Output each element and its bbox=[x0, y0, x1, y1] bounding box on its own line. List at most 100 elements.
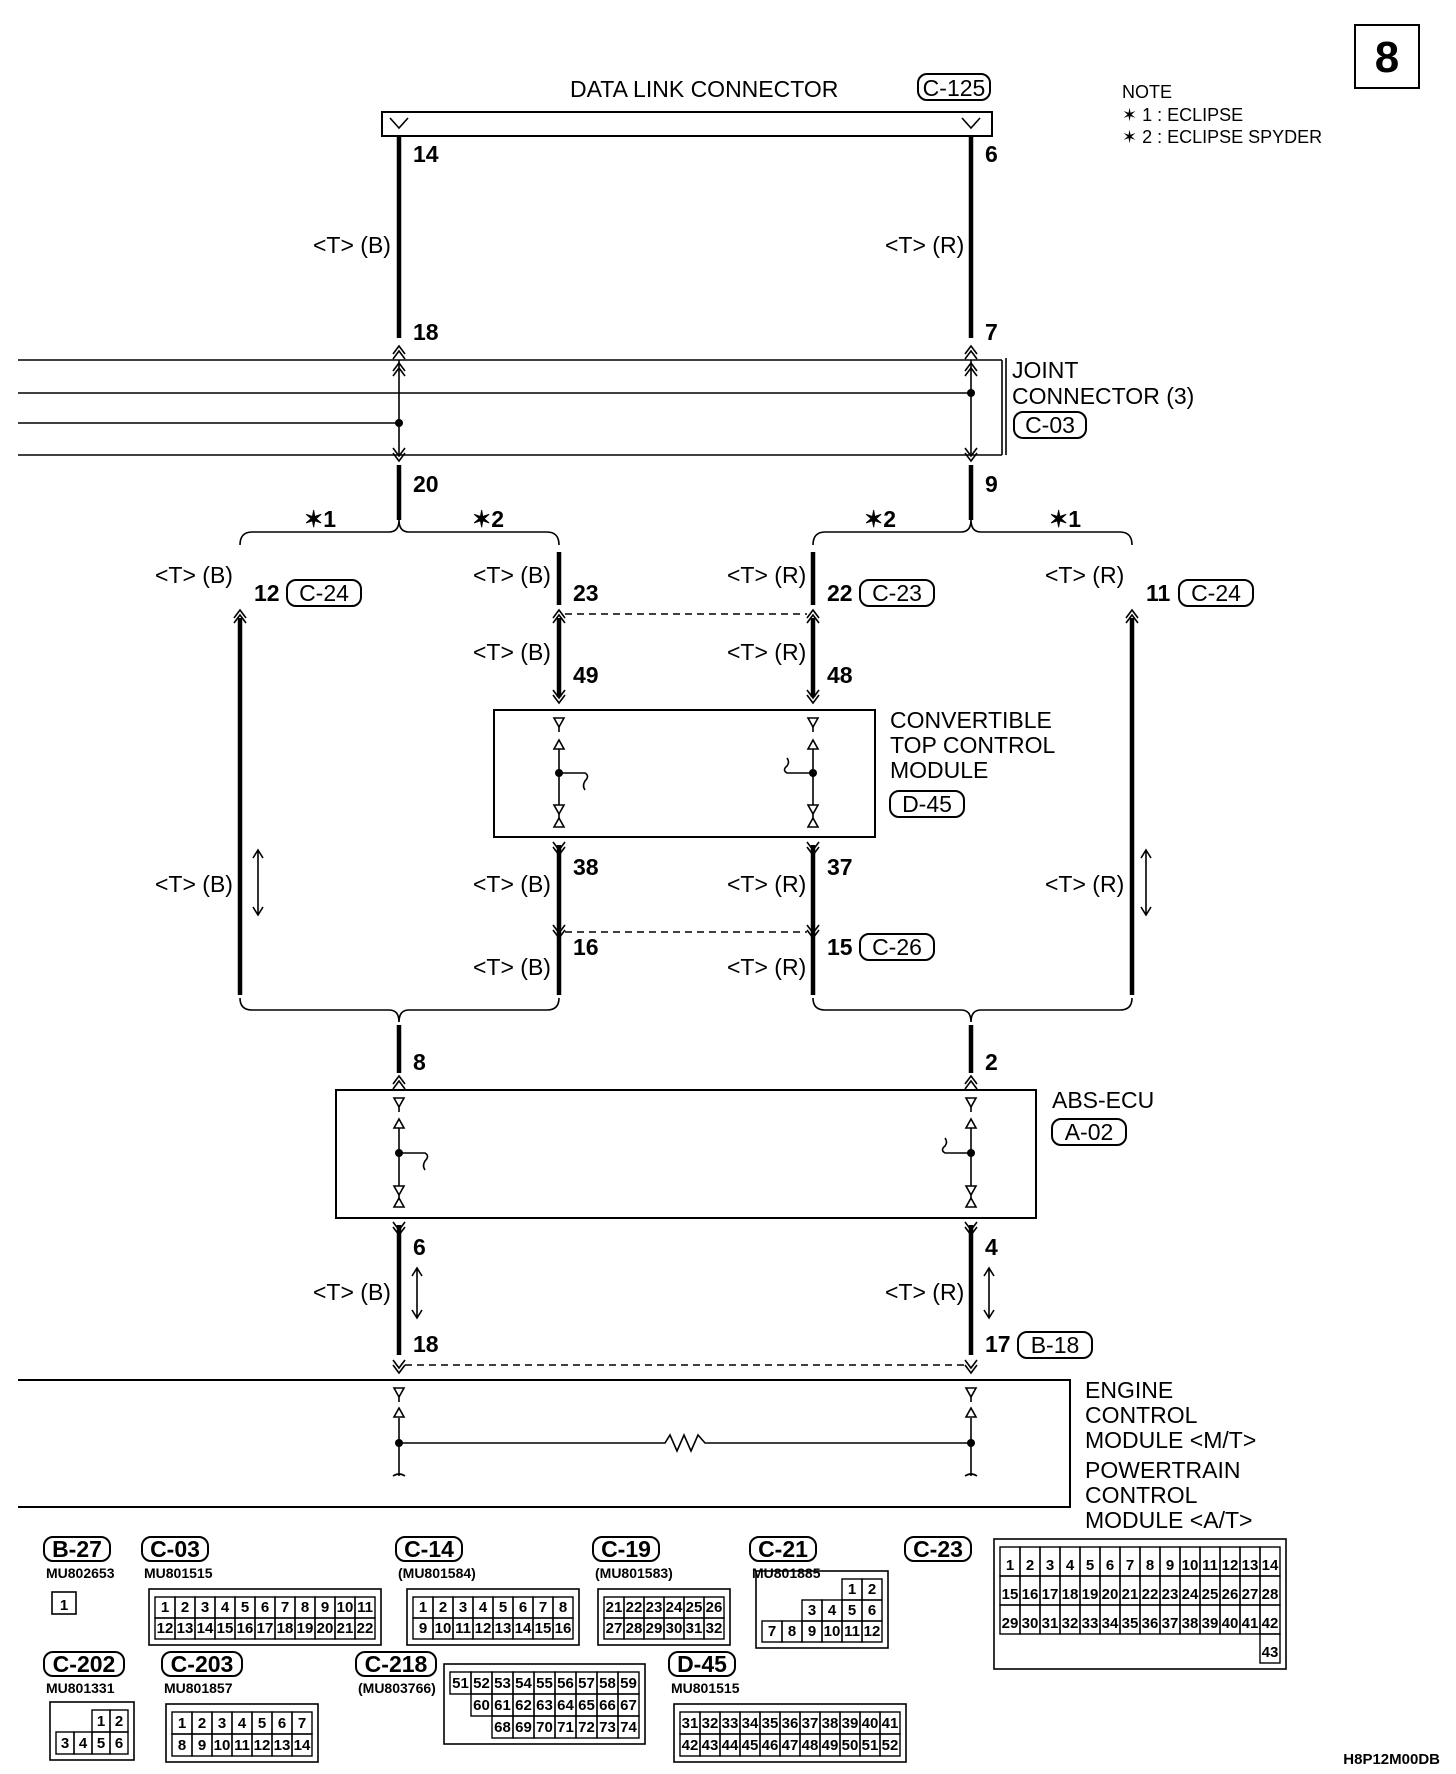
note-heading: NOTE bbox=[1122, 82, 1172, 102]
connector-pin: 12 bbox=[864, 1623, 881, 1640]
connector-pin: 36 bbox=[782, 1715, 799, 1732]
connector-pin: 31 bbox=[682, 1715, 699, 1732]
connector-pin: 74 bbox=[620, 1719, 637, 1736]
connector-pin: 2 bbox=[115, 1713, 123, 1730]
convertible-code: D-45 bbox=[902, 791, 952, 817]
connector-pin: 19 bbox=[1082, 1586, 1099, 1603]
connector-pin: 6 bbox=[115, 1735, 123, 1752]
connector-pin: 8 bbox=[1146, 1557, 1154, 1574]
connector-code-c14: C-14 bbox=[404, 1536, 454, 1562]
connector-pin: 9 bbox=[419, 1620, 427, 1637]
wire-label-b-7: <T> (B) bbox=[473, 954, 551, 980]
connector-pin: 13 bbox=[177, 1620, 194, 1637]
connector-pin: 55 bbox=[536, 1675, 553, 1692]
dlc-pin-right: 6 bbox=[985, 141, 998, 167]
connector-pin: 40 bbox=[1222, 1615, 1239, 1632]
connector-pin: 6 bbox=[1106, 1557, 1114, 1574]
connector-pin: 14 bbox=[515, 1620, 532, 1637]
pin-c24-12: 12 bbox=[254, 580, 280, 606]
connector-pin: 2 bbox=[198, 1715, 206, 1732]
convertible-module-box bbox=[493, 709, 876, 838]
connector-pin: 11 bbox=[357, 1599, 373, 1616]
joint-pin-18: 18 bbox=[413, 319, 439, 345]
figure-code: H8P12M00DB bbox=[1343, 1751, 1440, 1768]
connector-pin: 12 bbox=[157, 1620, 174, 1637]
connector-code-d45: D-45 bbox=[677, 1651, 727, 1677]
connector-pin: 53 bbox=[494, 1675, 511, 1692]
dlc-pin-left: 14 bbox=[413, 141, 439, 167]
connector-pin: 7 bbox=[298, 1715, 306, 1732]
connector-pin: 4 bbox=[828, 1602, 837, 1619]
connector-pin: 28 bbox=[1262, 1586, 1279, 1603]
wire-label-r-2: <T> (R) bbox=[727, 562, 806, 588]
connector-pin: 21 bbox=[337, 1620, 354, 1637]
connector-pin: 14 bbox=[1262, 1557, 1279, 1574]
wire-label-r-4: <T> (R) bbox=[1045, 871, 1124, 897]
code-c24-right: C-24 bbox=[1191, 580, 1241, 606]
dlc-code: C-125 bbox=[923, 75, 986, 101]
connector-pin: 31 bbox=[1042, 1615, 1059, 1632]
engine-label-4: POWERTRAIN bbox=[1085, 1457, 1240, 1483]
connector-pin: 60 bbox=[473, 1697, 490, 1714]
connector-pin: 10 bbox=[824, 1623, 841, 1640]
connector-pin: 6 bbox=[261, 1599, 269, 1616]
connector-pin: 5 bbox=[97, 1735, 105, 1752]
connector-pin: 12 bbox=[1222, 1557, 1239, 1574]
connector-pin: 5 bbox=[848, 1602, 856, 1619]
connector-part-c19: (MU801583) bbox=[595, 1565, 673, 1581]
dlc-code-box bbox=[917, 73, 991, 101]
pin-c24-11: 11 bbox=[1146, 580, 1171, 606]
wire-label-r-8: <T> (R) bbox=[885, 1279, 964, 1305]
pin-abs-8: 8 bbox=[413, 1049, 426, 1075]
connector-pin: 5 bbox=[499, 1599, 507, 1616]
connector-pin: 14 bbox=[197, 1620, 214, 1637]
wire-label-r-5: <T> (R) bbox=[727, 639, 806, 665]
connector-code-c03: C-03 bbox=[150, 1536, 200, 1562]
connector-pin: 4 bbox=[1066, 1557, 1075, 1574]
connector-pin: 7 bbox=[768, 1623, 776, 1640]
connector-pin: 7 bbox=[539, 1599, 547, 1616]
connector-pin: 43 bbox=[1262, 1644, 1279, 1661]
connector-pin: 19 bbox=[297, 1620, 314, 1637]
connector-pin: 10 bbox=[337, 1599, 354, 1616]
connector-pin: 31 bbox=[686, 1620, 703, 1637]
connector-pin: 2 bbox=[439, 1599, 447, 1616]
connector-pin: 1 bbox=[178, 1715, 186, 1732]
connector-pin: 49 bbox=[822, 1737, 839, 1754]
pin-abs-6: 6 bbox=[413, 1234, 426, 1260]
connector-pin: 3 bbox=[1046, 1557, 1054, 1574]
connector-pin: 10 bbox=[214, 1737, 231, 1754]
connector-pin: 9 bbox=[808, 1623, 816, 1640]
connector-pin: 39 bbox=[1202, 1615, 1219, 1632]
connector-pin: 30 bbox=[666, 1620, 683, 1637]
connector-pin: 52 bbox=[882, 1737, 899, 1754]
connector-pin: 68 bbox=[494, 1719, 511, 1736]
connector-pin: 17 bbox=[1042, 1586, 1059, 1603]
connector-pin: 8 bbox=[178, 1737, 186, 1754]
connector-pin: 38 bbox=[822, 1715, 839, 1732]
engine-label-3: MODULE <M/T> bbox=[1085, 1427, 1256, 1453]
connector-pin: 6 bbox=[868, 1602, 876, 1619]
connector-pin: 7 bbox=[281, 1599, 289, 1616]
convertible-label-2: TOP CONTROL bbox=[890, 732, 1055, 758]
connector-pin: 41 bbox=[882, 1715, 899, 1732]
abs-ecu-label: ABS-ECU bbox=[1052, 1087, 1154, 1113]
connector-pin: 51 bbox=[862, 1737, 879, 1754]
connector-pin: 23 bbox=[1162, 1586, 1179, 1603]
connector-pin: 13 bbox=[495, 1620, 512, 1637]
connector-pin: 69 bbox=[515, 1719, 532, 1736]
connector-pin: 29 bbox=[1002, 1615, 1019, 1632]
connector-pin: 40 bbox=[862, 1715, 879, 1732]
pin-49: 49 bbox=[573, 662, 599, 688]
connector-pin: 15 bbox=[535, 1620, 552, 1637]
connector-pin: 65 bbox=[578, 1697, 595, 1714]
dlc-label: DATA LINK CONNECTOR bbox=[570, 76, 838, 102]
joint-label-2: CONNECTOR (3) bbox=[1012, 383, 1194, 409]
engine-label-2: CONTROL bbox=[1085, 1402, 1198, 1428]
connector-pin: 61 bbox=[494, 1697, 511, 1714]
connector-pin: 9 bbox=[321, 1599, 329, 1616]
connector-pin: 27 bbox=[606, 1620, 623, 1637]
wire-label-b-2: <T> (B) bbox=[155, 562, 233, 588]
connector-part-c21: MU801885 bbox=[752, 1565, 821, 1581]
